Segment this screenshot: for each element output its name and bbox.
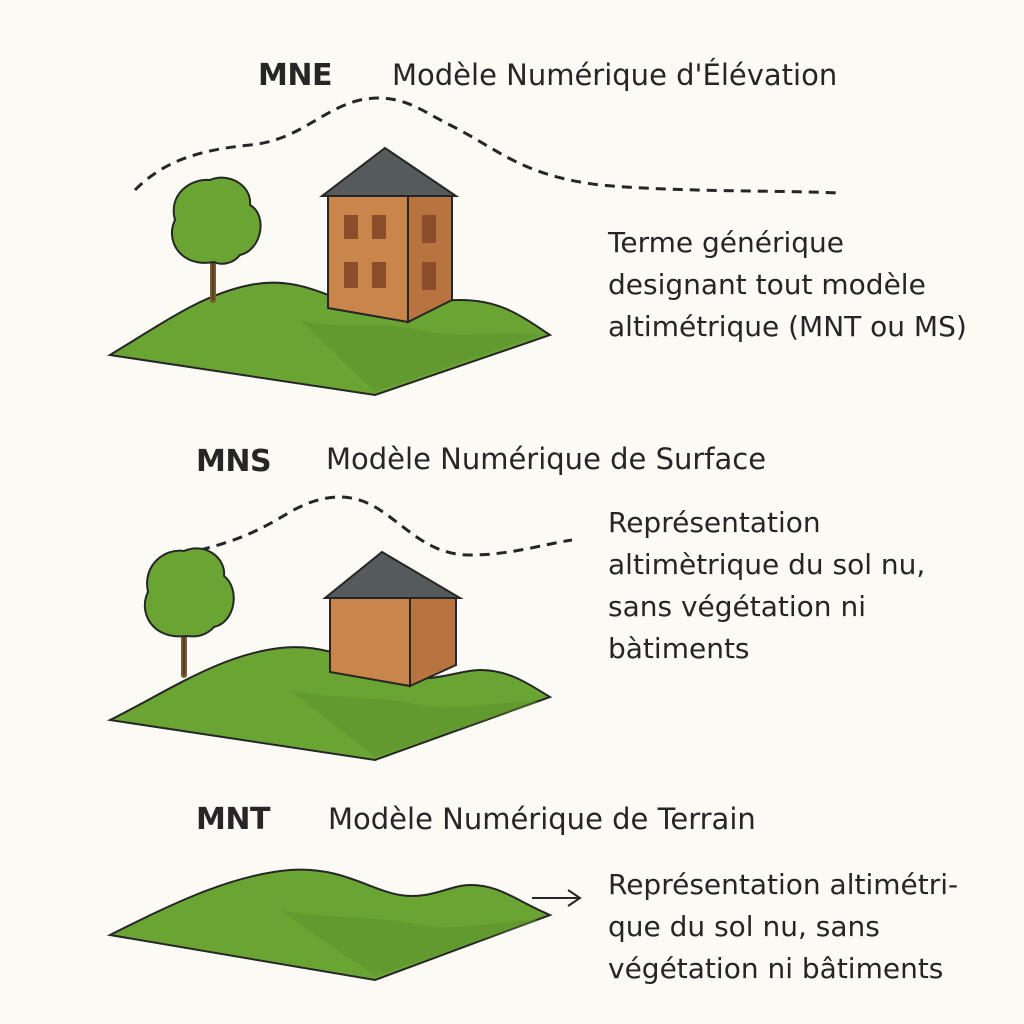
mne-elevation-profile-line [133, 96, 841, 195]
mnt-description-line: Représentation altimétri- [608, 868, 959, 901]
mne-description: Terme générique designant tout modèle al… [608, 222, 967, 348]
mns-tree-icon [143, 547, 235, 678]
mns-fullname: Modèle Numérique de Surface [326, 442, 767, 476]
mnt-abbr: MNT [196, 802, 270, 837]
mnt-description-line: végétation ni bâtiments [608, 952, 944, 985]
mns-abbr: MNS [196, 444, 272, 479]
mne-tree-icon [170, 176, 262, 303]
mne-description-line: designant tout modèle [608, 268, 926, 301]
mne-house-icon [319, 146, 460, 324]
mns-description-line: sans végétation ni [608, 590, 866, 623]
mnt-arrow-right-icon [532, 889, 582, 907]
mne-description-line: altimétrique (MNT ou MS) [608, 310, 967, 343]
mns-description-line: bàtiments [608, 632, 750, 665]
mnt-fullname: Modèle Numérique de Terrain [328, 802, 756, 836]
mnt-description: Représentation altimétri- que du sol nu,… [608, 864, 958, 990]
mns-description: Représentation altimètrique du sol nu, s… [608, 502, 925, 670]
mnt-terrain-icon [106, 868, 553, 982]
mne-terrain-icon [107, 281, 553, 397]
mns-description-line: Représentation [608, 506, 821, 539]
mne-fullname: Modèle Numérique d'Élévation [392, 58, 838, 92]
mns-elevation-profile-line [199, 495, 573, 557]
mne-description-line: Terme générique [608, 226, 845, 259]
mne-abbr: MNE [258, 58, 332, 93]
mns-house-icon [322, 550, 464, 688]
mns-description-line: altimètrique du sol nu, [608, 548, 926, 581]
mnt-description-line: que du sol nu, sans [608, 910, 880, 943]
